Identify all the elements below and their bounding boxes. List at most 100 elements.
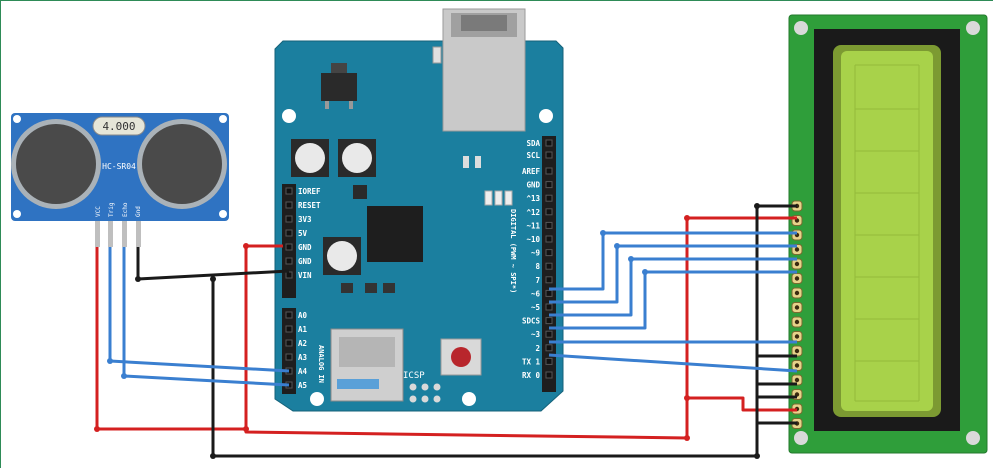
analog-pin-label: A4 <box>298 367 308 376</box>
digital-pin-label: 8 <box>535 262 540 271</box>
analog-pin-label: A0 <box>298 311 308 320</box>
digital-pin-hole <box>545 249 553 257</box>
digital-pin-hole <box>545 317 553 325</box>
digital-pin-label: TX 1 <box>522 357 541 366</box>
icsp-label: ICSP <box>403 371 425 381</box>
analog-pin-hole <box>285 311 293 319</box>
power-pin-label: VIN <box>298 271 312 280</box>
analog-pin-label: A2 <box>298 339 307 348</box>
pin-label-trig: Trig <box>108 202 115 217</box>
digital-pin-label: 7 <box>535 276 540 285</box>
wire-junction <box>684 215 690 221</box>
wire-junction <box>243 243 249 249</box>
digital-pin-hole <box>545 194 553 202</box>
power-pin-label: 5V <box>298 229 308 238</box>
mount-hole <box>966 431 980 445</box>
wire-junction <box>135 276 141 282</box>
wire-junction <box>243 426 249 432</box>
pin-label-gnd: Gnd <box>135 206 142 217</box>
wire-black-gnd <box>136 247 290 281</box>
digital-pin-hole <box>545 344 553 352</box>
digital-pin-label: ~10 <box>526 235 540 244</box>
wire-junction <box>210 276 216 282</box>
wire-blue-en <box>548 353 798 373</box>
digital-pin-hole <box>545 221 553 229</box>
wire-junction <box>754 453 760 459</box>
smd-part <box>365 283 377 293</box>
mount-hole <box>13 115 21 123</box>
digital-pin-hole <box>545 303 553 311</box>
digital-pin-label: ~9 <box>531 249 541 258</box>
sd-card-slot <box>330 328 404 402</box>
pin-label-vcc: VCC <box>95 206 102 217</box>
analog-pin-label: A5 <box>298 381 307 390</box>
power-pin-label: GND <box>298 257 312 266</box>
wire-junction <box>684 435 690 441</box>
rj45-jack <box>432 8 526 132</box>
wire-junction <box>94 426 100 432</box>
power-pin-label: 3V3 <box>298 215 312 224</box>
digital-caption: DIGITAL (PWM ~ SPI*) <box>509 209 517 293</box>
led <box>504 190 513 206</box>
icsp-header <box>409 383 441 403</box>
mount-hole <box>794 21 808 35</box>
wire-junction <box>614 243 620 249</box>
power-pin-holes <box>285 187 293 279</box>
digital-pin-hole <box>545 371 553 379</box>
small-ic <box>353 185 367 199</box>
power-pin-label: RESET <box>298 201 321 210</box>
reset-button[interactable] <box>440 338 482 376</box>
pin-label-echo: Echo <box>122 202 129 217</box>
digital-pin-hole <box>545 262 553 270</box>
digital-pin-hole <box>545 208 553 216</box>
lcd-display <box>788 14 988 454</box>
digital-pin-label: GND <box>526 181 540 190</box>
digital-pin-hole <box>545 289 553 297</box>
led <box>484 190 493 206</box>
sensor-model-label: HC-SR04 <box>102 162 136 171</box>
top-pin-label: SDA <box>526 139 540 148</box>
wire-junction <box>107 358 113 364</box>
sensor-pin-labels: VCC Trig Echo Gnd <box>95 202 142 217</box>
top-pin-holes <box>545 139 553 159</box>
digital-pin-holes <box>545 167 553 379</box>
wire-junctions <box>94 203 760 459</box>
digital-pin-label: ~6 <box>531 289 541 298</box>
wire-junction <box>210 453 216 459</box>
wire-junction <box>121 373 127 379</box>
crystal <box>92 116 146 136</box>
power-pin-hole <box>285 201 293 209</box>
power-pin-hole <box>285 243 293 251</box>
digital-pin-label: RX 0 <box>522 371 541 380</box>
digital-pin-label: ^12 <box>526 208 540 217</box>
wire-junction <box>628 256 634 262</box>
voltage-regulator <box>321 63 357 109</box>
analog-pin-hole <box>285 339 293 347</box>
analog-pin-hole <box>285 325 293 333</box>
wire-junction <box>754 203 760 209</box>
power-pin-hole <box>285 215 293 223</box>
power-pin-hole <box>285 229 293 237</box>
digital-pin-hole <box>545 276 553 284</box>
crystal-label: 4.000 <box>102 120 135 133</box>
mount-hole <box>310 392 324 406</box>
digital-pin-label: ~11 <box>526 221 540 230</box>
mount-hole <box>219 210 227 218</box>
wire-junction <box>684 395 690 401</box>
mount-hole <box>794 431 808 445</box>
digital-pin-hole <box>545 181 553 189</box>
smd-part <box>341 283 353 293</box>
digital-pin-hole <box>545 167 553 175</box>
analog-header <box>282 308 296 394</box>
wire-blue-d5 <box>549 257 797 317</box>
mount-hole <box>282 109 296 123</box>
electrolytic-capacitor <box>291 139 376 275</box>
sensor-header <box>95 221 141 247</box>
top-pin-hole <box>545 139 553 147</box>
